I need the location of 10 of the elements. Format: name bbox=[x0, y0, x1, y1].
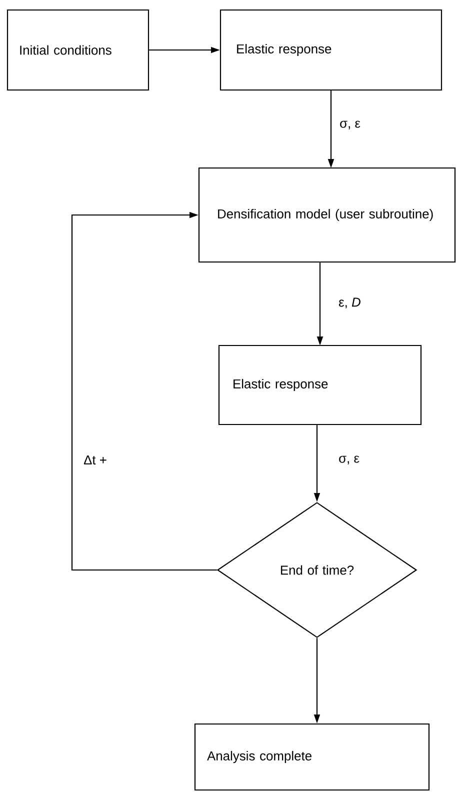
process-box: Analysis complete bbox=[194, 723, 430, 791]
edge-label: Δt + bbox=[82, 454, 108, 466]
process-box: Elastic response bbox=[218, 344, 422, 426]
edge-label: σ, ε bbox=[338, 120, 362, 130]
edge-label: σ, ε bbox=[338, 454, 360, 466]
process-box: Elastic response bbox=[220, 9, 442, 91]
edge-label: ε, D bbox=[338, 296, 362, 310]
process-box: Initial conditions bbox=[6, 9, 150, 91]
arrow bbox=[71, 212, 217, 571]
process-box: Densification model (user subroutine) bbox=[198, 167, 456, 263]
